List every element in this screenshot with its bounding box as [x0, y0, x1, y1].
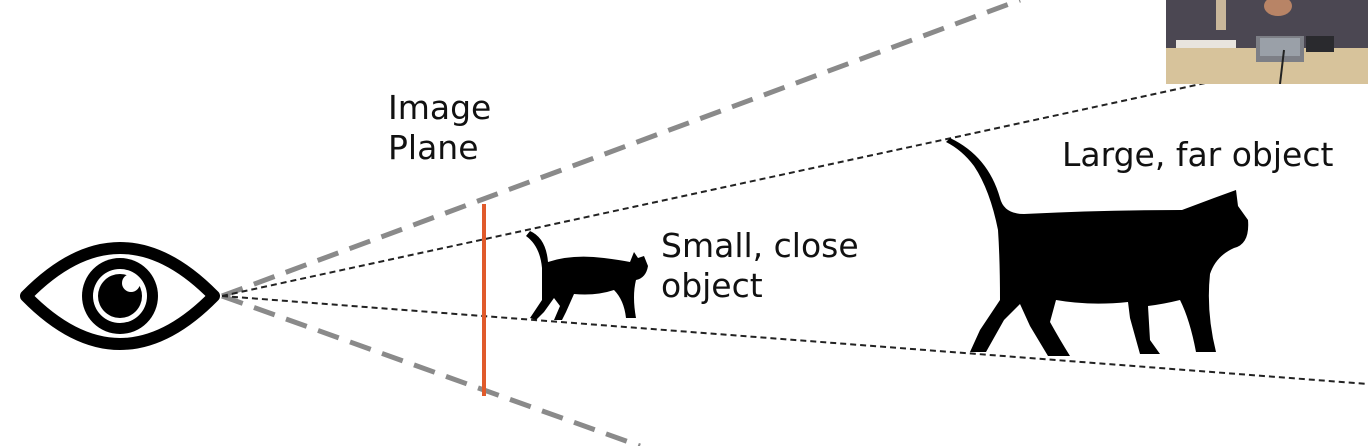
large-cat-icon: [946, 138, 1249, 356]
frustum-lower-line: [221, 293, 641, 446]
large-far-object-label: Large, far object: [1062, 135, 1334, 174]
image-plane-label-line-2: Plane: [388, 128, 479, 168]
sight-line-bottom: [221, 295, 1368, 385]
eye-icon: [20, 242, 220, 350]
image-plane-label: Image Plane: [388, 88, 491, 169]
frustum-upper-line: [221, 0, 1021, 299]
image-plane-label-line-1: Image: [388, 88, 492, 127]
small-close-object-label: Small, close object: [661, 226, 859, 307]
small-close-object-label-line-2: object: [661, 266, 763, 306]
speaker-video-frame: [1166, 0, 1368, 84]
sight-line-top: [221, 81, 1211, 297]
small-close-object-label-line-1: Small, close: [661, 226, 859, 265]
small-cat-icon: [526, 231, 648, 320]
speaker-video-thumbnail: [1166, 0, 1368, 84]
